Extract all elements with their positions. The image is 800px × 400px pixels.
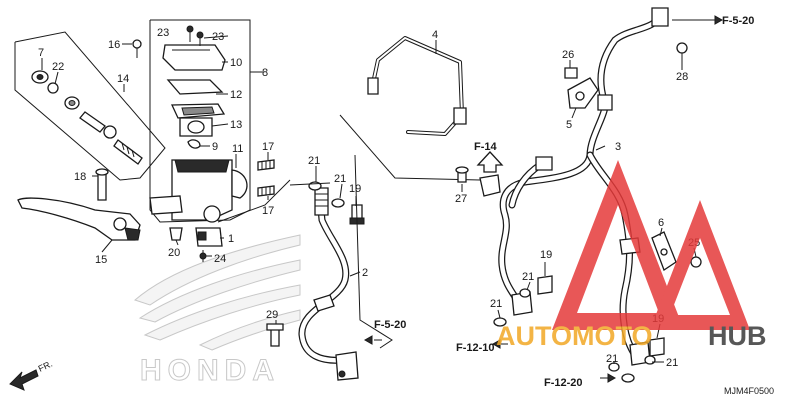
- front-direction-arrow-icon: [9, 369, 39, 391]
- direction-label: FR.: [37, 359, 54, 374]
- holder-11: [231, 169, 248, 199]
- label-3: 3: [615, 141, 621, 153]
- nut-25: [690, 256, 702, 268]
- diaphragm-plate: [166, 79, 224, 95]
- label-20: 20: [168, 247, 180, 259]
- label-23-right: 23: [212, 31, 224, 43]
- honda-wing-emblem: HONDA: [134, 234, 301, 388]
- label-28: 28: [676, 71, 688, 83]
- switch-1: [195, 227, 223, 247]
- label-21-lower-b: 21: [666, 357, 678, 369]
- diaphragm: [170, 103, 226, 119]
- label-19-upper: 19: [349, 183, 361, 195]
- reference-codes: F-5-20 F-5-20 F-14 F-12-10 F-12-20 FR. M…: [37, 15, 774, 396]
- label-16: 16: [108, 39, 120, 51]
- brake-pipe-4: [367, 36, 467, 136]
- label-9: 9: [212, 141, 218, 153]
- label-21-lower-a: 21: [606, 353, 618, 365]
- frame-guide-lines: [217, 114, 481, 349]
- automotohub-watermark: AUTOMOTO HUB: [496, 160, 767, 351]
- label-24: 24: [214, 253, 226, 265]
- label-5: 5: [566, 119, 572, 131]
- pivot-bolt-18: [95, 168, 109, 201]
- label-17-lower: 17: [262, 205, 274, 217]
- bracket-5: [567, 77, 599, 109]
- ref-arrows: [363, 15, 724, 383]
- bolts-19-lower: [537, 275, 665, 357]
- screw-24: [199, 250, 207, 262]
- label-10: 10: [230, 57, 242, 69]
- label-4: 4: [432, 29, 438, 41]
- label-14: 14: [117, 73, 129, 85]
- honda-wordmark: HONDA: [140, 354, 280, 387]
- label-19-mid: 19: [540, 249, 552, 261]
- bolt-26: [564, 67, 578, 79]
- watermark-triangle-left: [552, 160, 684, 330]
- label-27: 27: [455, 193, 467, 205]
- part-labels: 7 22 14 16 23 23 10 8 12 13 9 11 17 17 1…: [38, 27, 700, 369]
- brake-hose-3: [498, 7, 669, 366]
- watermark-triangle-right: [650, 200, 750, 330]
- label-12: 12: [230, 89, 242, 101]
- label-21-upper-b: 21: [334, 173, 346, 185]
- watermark-suffix: HUB: [708, 321, 767, 351]
- label-13: 13: [230, 119, 242, 131]
- label-11: 11: [232, 143, 243, 155]
- master-cylinder-group-outline: [149, 19, 263, 223]
- ref-f-14: F-14: [474, 141, 498, 153]
- label-15: 15: [95, 254, 107, 266]
- boot-20: [169, 227, 183, 241]
- label-7: 7: [38, 47, 44, 59]
- label-29: 29: [266, 309, 278, 321]
- float: [179, 117, 213, 137]
- clip-9: [187, 139, 201, 149]
- diagram-code: MJM4F0500: [724, 386, 774, 396]
- master-cylinder-body: [149, 159, 233, 223]
- reservoir-cap: [162, 44, 226, 71]
- piston-kit-outline: [14, 31, 166, 181]
- label-18: 18: [74, 171, 86, 183]
- label-21-mid-a: 21: [522, 271, 534, 283]
- label-22: 22: [52, 61, 64, 73]
- bolt-29: [266, 323, 284, 347]
- label-1: 1: [228, 233, 234, 245]
- ref-f-5-20-mid: F-5-20: [374, 319, 406, 331]
- arrow-up-icon: [476, 151, 504, 173]
- ref-f-5-20-top: F-5-20: [722, 15, 754, 27]
- bolts-17: [257, 159, 275, 197]
- label-2: 2: [362, 267, 368, 279]
- label-26: 26: [562, 49, 574, 61]
- brake-lever-15: [17, 197, 141, 241]
- watermark-prefix: AUTOMOTO: [496, 321, 653, 351]
- label-21-mid-b: 21: [490, 298, 502, 310]
- label-6: 6: [658, 217, 664, 229]
- brake-hose-2: [298, 187, 359, 381]
- clamp-27: [455, 166, 501, 197]
- piston-kit-parts: [31, 70, 143, 165]
- screws-23: [186, 25, 204, 46]
- label-8: 8: [262, 67, 268, 79]
- bolt-28: [676, 42, 688, 64]
- label-21-upper-a: 21: [308, 155, 320, 167]
- bolt-16: [132, 39, 142, 58]
- ref-f-12-10: F-12-10: [456, 342, 495, 354]
- ref-f-12-20: F-12-20: [544, 377, 583, 389]
- label-17-upper: 17: [262, 141, 274, 153]
- label-23-left: 23: [157, 27, 169, 39]
